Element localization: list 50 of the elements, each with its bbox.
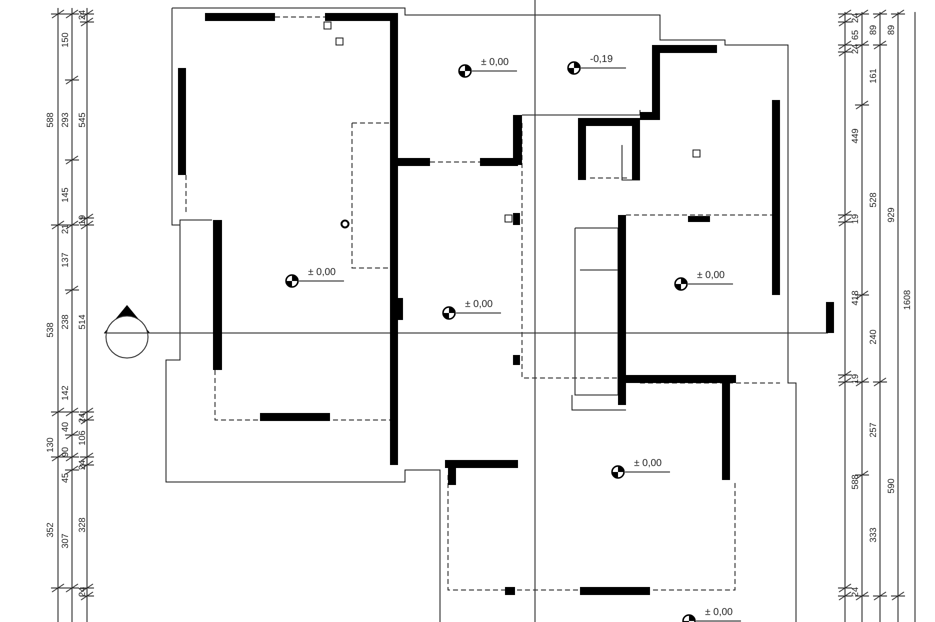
dimension-text: 19 (77, 215, 87, 225)
dimension-text: 238 (60, 314, 70, 330)
dimension-text: 293 (60, 112, 70, 128)
dimension-text: 142 (60, 385, 70, 401)
dimension-text: 89 (886, 25, 896, 35)
dimension-text: 307 (60, 533, 70, 549)
dimension-text: 514 (77, 314, 87, 330)
dimension-text: 45 (60, 473, 70, 483)
dimension-text: 24 (77, 413, 87, 423)
dimension-text: 40 (60, 422, 70, 432)
dimension-text: 328 (77, 517, 87, 533)
level-mark-text: ± 0,00 (634, 459, 662, 469)
level-mark-text: ± 0,00 (705, 608, 733, 618)
dimension-text: 333 (868, 527, 878, 543)
dimension-text: 24 (77, 587, 87, 597)
dimension-text: 106 (77, 430, 87, 446)
dimension-text: 130 (45, 437, 55, 453)
dimension-text: 89 (868, 25, 878, 35)
dimension-text: 588 (45, 112, 55, 128)
dimension-text: 19 (850, 374, 860, 384)
level-mark-text: ± 0,00 (308, 268, 336, 278)
dimension-text: 257 (868, 422, 878, 438)
dimension-text: 150 (60, 32, 70, 48)
level-mark-text: ± 0,00 (465, 300, 493, 310)
dimension-text: 1608 (902, 290, 912, 310)
dimension-text: 24 (850, 587, 860, 597)
dimension-text: 528 (868, 192, 878, 208)
dimension-text: 538 (45, 322, 55, 338)
dimension-text: 21 (60, 224, 70, 234)
level-mark-text: ± 0,00 (697, 271, 725, 281)
dimension-text: 24 (77, 10, 87, 20)
dimension-text: 590 (886, 478, 896, 494)
dimension-text: 137 (60, 252, 70, 268)
dimension-text: 588 (850, 474, 860, 490)
dimension-text: 929 (886, 207, 896, 223)
dimension-text: 161 (868, 68, 878, 84)
dimension-text: 352 (45, 522, 55, 538)
dimension-text: 24 (77, 460, 87, 470)
dimension-text: 24 (850, 13, 860, 23)
dimension-text: 145 (60, 187, 70, 203)
dimension-text: 24 (850, 44, 860, 54)
dimension-text: 65 (850, 30, 860, 40)
dimension-text: 449 (850, 128, 860, 144)
dimension-text: 418 (850, 290, 860, 306)
dimension-text: 545 (77, 112, 87, 128)
dimension-text: 19 (850, 214, 860, 224)
level-mark-text: -0,19 (590, 55, 613, 65)
level-mark-text: ± 0,00 (481, 58, 509, 68)
dimension-text: 240 (868, 329, 878, 345)
dimension-text: 90 (60, 447, 70, 457)
